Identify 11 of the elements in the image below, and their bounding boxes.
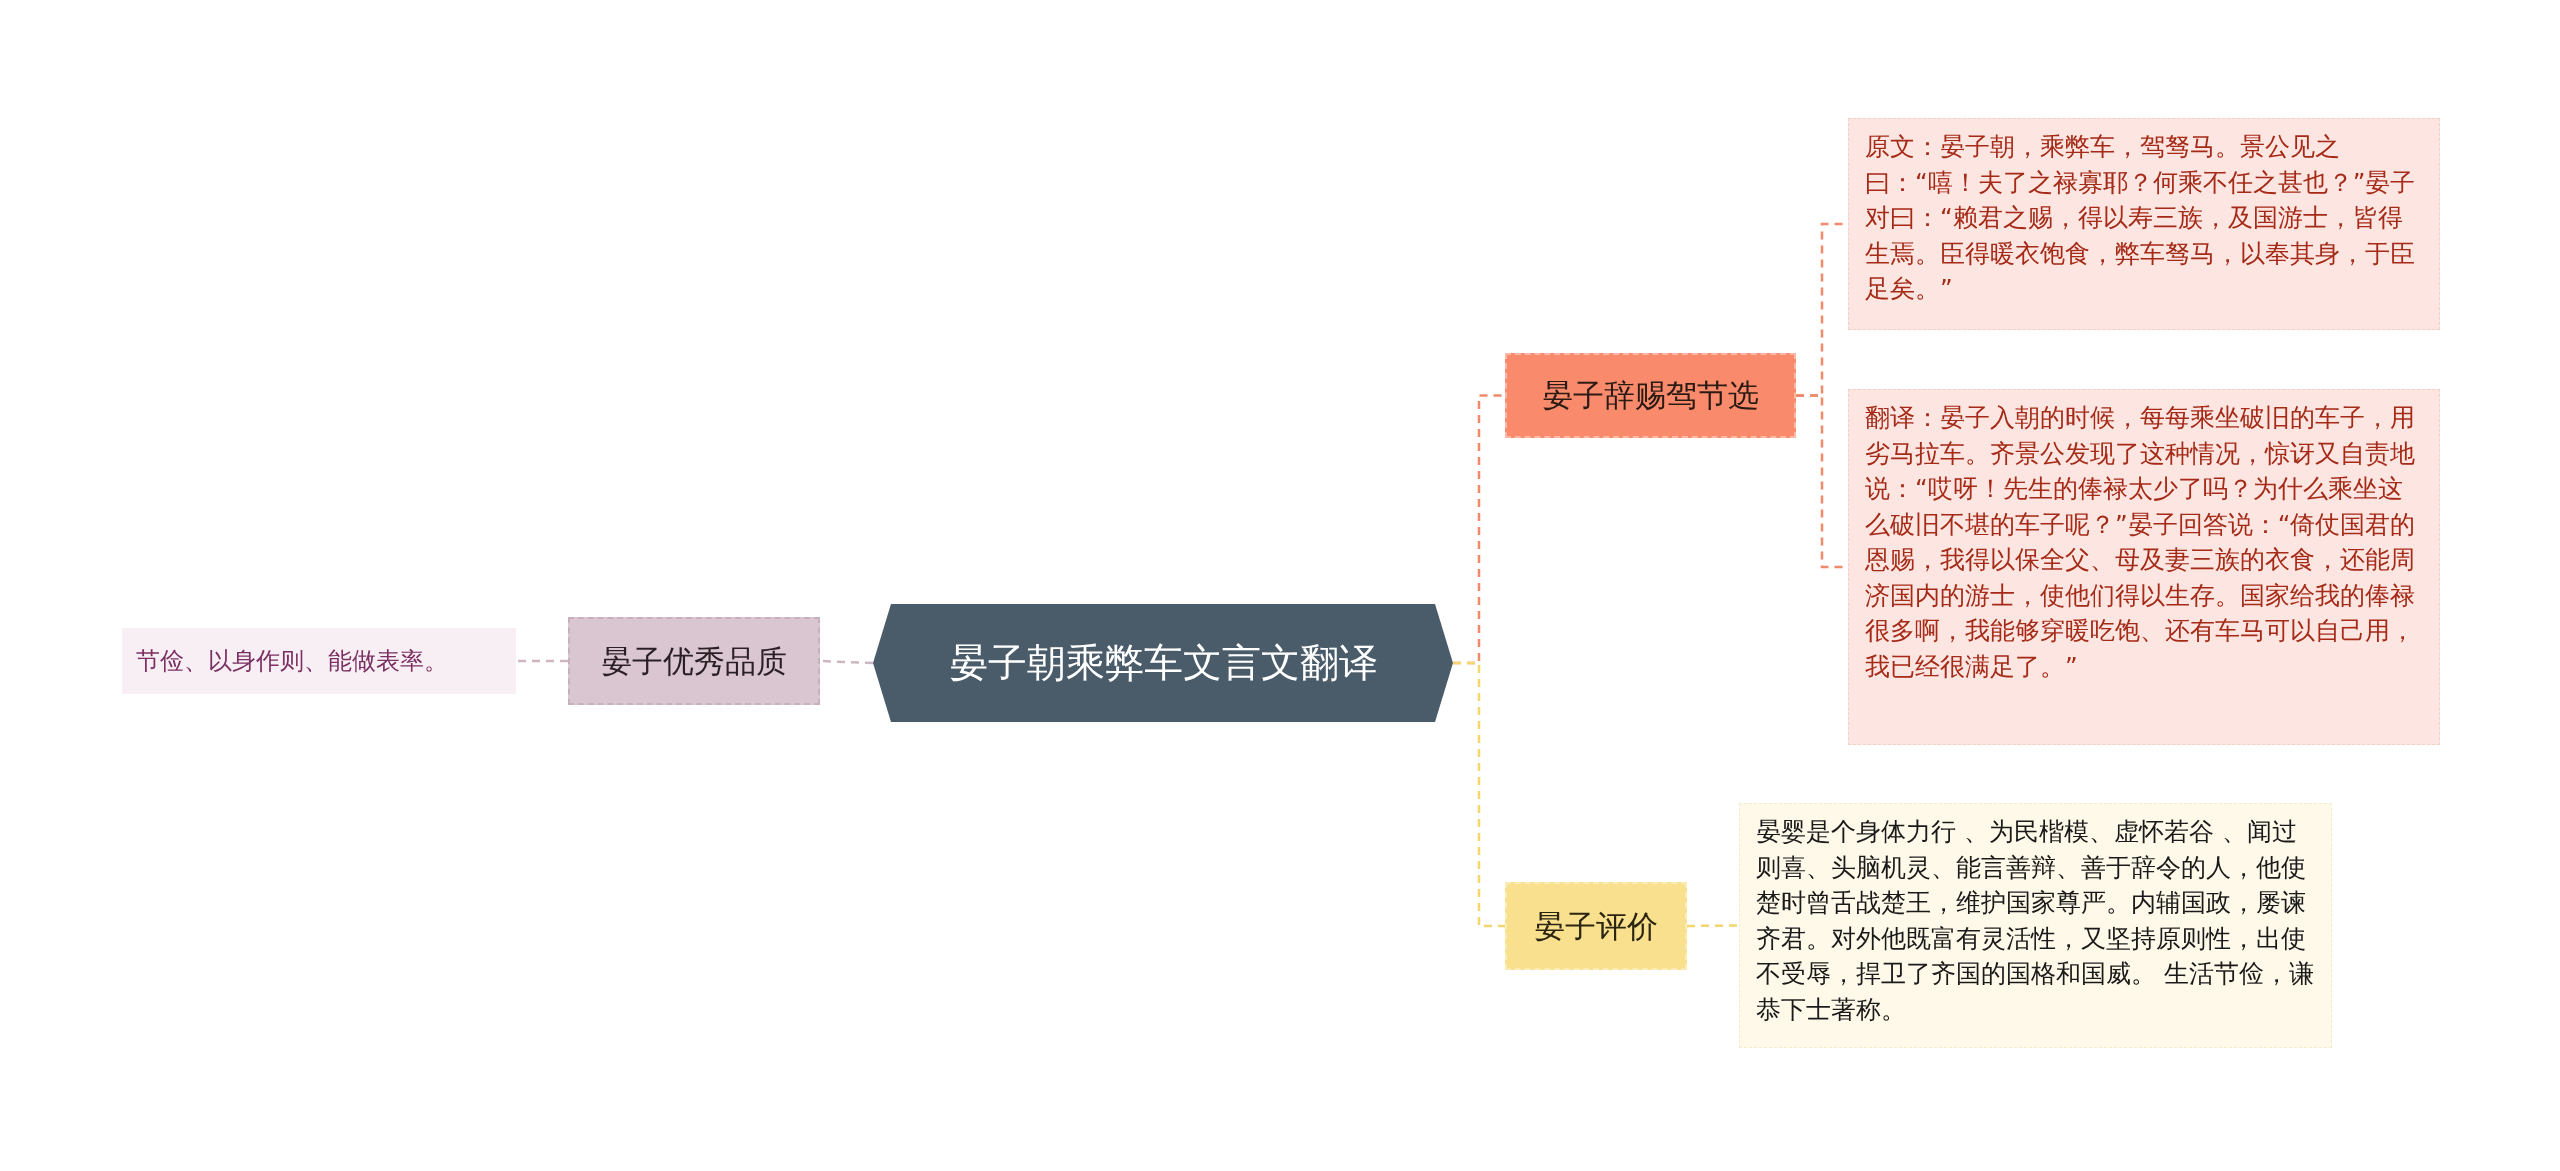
topic-box: 晏子优秀品质 <box>568 617 820 705</box>
topic-box: 晏子评价 <box>1505 882 1687 970</box>
note-box: 原文：晏子朝，乘弊车，驾驽马。景公见之曰：“嘻！夫了之禄寡耶？何乘不任之甚也？”晏子对曰：“赖君之赐，得以寿三族，及国游士，皆得生焉。臣得暖衣饱食，弊车驽马，以奉其身，于臣足矣。” <box>1848 118 2440 330</box>
central-topic: 晏子朝乘弊车文言文翻译 <box>873 604 1453 722</box>
topic-box: 晏子辞赐驾节选 <box>1505 353 1796 438</box>
note-box: 晏婴是个身体力行 、为民楷模、虚怀若谷 、闻过则喜、头脑机灵、能言善辩、善于辞令的人，他使楚时曾舌战楚王，维护国家尊严。内辅国政，屡谏齐君。对外他既富有灵活性，又坚持原则性，出使不受辱，捍卫了齐国的国格和国威。 生活节俭，谦恭下士著称。 <box>1739 803 2332 1048</box>
connector-line <box>1453 661 1505 928</box>
note-box: 节俭、以身作则、能做表率。 <box>122 628 516 694</box>
note-box: 翻译：晏子入朝的时候，每每乘坐破旧的车子，用劣马拉车。齐景公发现了这种情况，惊讶又自责地说：“哎呀！先生的俸禄太少了吗？为什么乘坐这么破旧不堪的车子呢？”晏子回答说：“倚仗国君的恩赐，我得以保全父、母及妻三族的衣食，还能周济国内的游士，使他们得以生存。国家给我的俸禄很多啊，我能够穿暖吃饱、还有车马可以自己用，我已经很满足了。” <box>1848 389 2440 745</box>
connector-line <box>1687 924 1739 928</box>
connector-line <box>516 659 568 663</box>
